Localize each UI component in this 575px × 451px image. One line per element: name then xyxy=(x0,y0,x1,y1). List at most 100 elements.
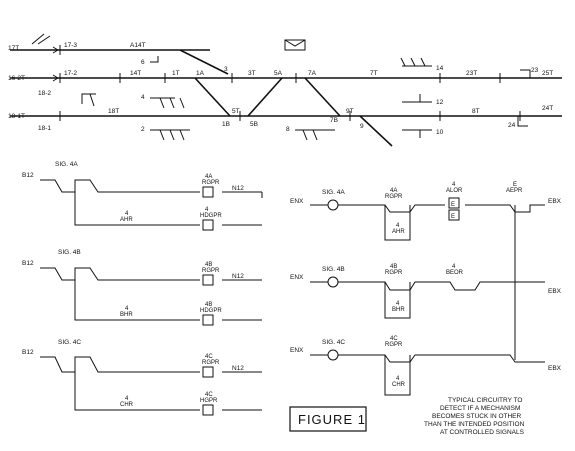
circuit-label: 23T xyxy=(466,70,477,77)
signal-label: 10 xyxy=(436,129,444,136)
circuit-label: 7T xyxy=(370,70,378,77)
relay-name: RGPR xyxy=(202,180,220,186)
switch-label: 5B xyxy=(250,121,258,128)
note-block: TYPICAL CIRCUITRY TO DETECT IF A MECHANI… xyxy=(424,397,525,436)
left-circuit-4c: SIG. 4C B12 4C RGPR 4C HGPR 4 CHR N12 xyxy=(22,339,262,416)
right-circuit-4b: SIG. 4B ENX 4B RGPR 4 BHR 4 BEOR EBX xyxy=(290,264,562,319)
crossover-9 xyxy=(359,115,393,147)
switch-label: 9 xyxy=(360,123,364,130)
signal-name: SIG. 4C xyxy=(322,339,345,346)
relay-name: HDGPR xyxy=(200,213,222,219)
circuit-label: 8T xyxy=(472,108,480,115)
relay-id: 4C xyxy=(390,336,398,342)
out-label: EBX xyxy=(548,288,562,295)
relay-name: RGPR xyxy=(385,342,403,348)
return-label: N12 xyxy=(232,185,244,192)
feed-label: B12 xyxy=(22,260,34,267)
left-circuit-4b: SIG. 4B B12 4B RGPR 4B HDGPR 4 BHR N12 xyxy=(22,249,262,326)
insulated-joints xyxy=(59,45,521,121)
lock-tag: E xyxy=(451,202,455,208)
return-label: N12 xyxy=(232,365,244,372)
relay-id: 4B xyxy=(390,264,397,270)
signal-name: SIG. 4C xyxy=(58,339,81,346)
circuit-label: 17-3 xyxy=(64,42,77,49)
relay-id: 4A xyxy=(205,174,212,180)
circuit-label: 25T xyxy=(542,70,553,77)
note-line: THAN THE INTENDED POSITION xyxy=(424,421,525,428)
signal-name: SIG. 4A xyxy=(55,161,78,168)
relay-name: RGPR xyxy=(385,194,403,200)
switch-label: 1A xyxy=(196,70,205,77)
left-circuit-4a: SIG. 4A B12 4A RGPR 4 HDGPR 4 AHR N12 xyxy=(22,161,263,231)
signal-label: 6 xyxy=(141,59,145,66)
coil-id: 4 xyxy=(125,306,129,312)
arrow-icon xyxy=(52,46,59,82)
circuit-label: 9T xyxy=(346,108,354,115)
feed-label: ENX xyxy=(290,198,304,205)
lock-tag: E xyxy=(451,214,455,220)
signal-label: 24 xyxy=(508,122,516,129)
lock-id: 4 xyxy=(452,182,456,188)
coil-name: BHR xyxy=(120,312,133,318)
crossover-5a-5b xyxy=(247,77,283,117)
sub-relay-id: 4 xyxy=(396,223,400,229)
relay-name: RGPR xyxy=(202,360,220,366)
relay-name: HGPR xyxy=(200,398,218,404)
circuit-label: 18-2 xyxy=(38,90,51,97)
out-label: EBX xyxy=(548,198,562,205)
switch-label: 3 xyxy=(224,66,228,73)
feed-label: B12 xyxy=(22,349,34,356)
signal-label: 14 xyxy=(436,65,444,72)
figure-label: FIGURE 1 xyxy=(298,412,366,427)
crossover-7a-7b xyxy=(304,77,341,117)
relay-name: RGPR xyxy=(385,270,403,276)
switch-label: 1B xyxy=(222,121,230,128)
lock-name: ALOR xyxy=(446,188,463,194)
switch-label: 7B xyxy=(330,117,338,124)
circuit-label: 14T xyxy=(130,70,141,77)
lock-name: BEOR xyxy=(446,270,464,276)
sub-relay-id: 4 xyxy=(396,376,400,382)
crossover-1a-1b xyxy=(194,77,231,117)
feed-label: B12 xyxy=(22,172,34,179)
relay-id: 4 xyxy=(205,207,209,213)
signal-symbols xyxy=(31,33,531,141)
relay-name: HDGPR xyxy=(200,308,222,314)
circuit-label: 24T xyxy=(542,105,553,112)
sub-relay-name: AHR xyxy=(392,229,405,235)
signal-label: 8 xyxy=(286,126,290,133)
circuit-label: A14T xyxy=(130,42,146,49)
signal-label: 2 xyxy=(141,126,145,133)
circuit-label: 18-1 xyxy=(38,125,51,132)
relay-name: RGPR xyxy=(202,268,220,274)
sub-relay-id: 4 xyxy=(396,301,400,307)
signal-name: SIG. 4B xyxy=(58,249,81,256)
note-line: BECOMES STUCK IN OTHER xyxy=(432,413,522,420)
signal-label: 12 xyxy=(436,99,444,106)
figure-label-box: FIGURE 1 xyxy=(289,406,367,432)
circuit-label: 3T xyxy=(248,70,256,77)
out-label: EBX xyxy=(548,365,562,372)
exit-id: E xyxy=(513,182,517,188)
relay-id: 4A xyxy=(390,188,397,194)
relay-id: 4B xyxy=(205,302,212,308)
sub-relay-name: BHR xyxy=(392,307,405,313)
feed-label: ENX xyxy=(290,347,304,354)
lock-id: 4 xyxy=(452,264,456,270)
exit-name: AEPR xyxy=(506,188,523,194)
circuit-label: 5T xyxy=(232,108,240,115)
relay-id: 4C xyxy=(205,354,213,360)
sub-relay-name: CHR xyxy=(392,382,406,388)
circuit-label: 1T xyxy=(172,70,180,77)
signal-label: 4 xyxy=(141,94,145,101)
envelope-flap xyxy=(284,39,306,47)
coil-name: CHR xyxy=(120,402,134,408)
switch-label: 5A xyxy=(274,70,283,77)
feed-label: ENX xyxy=(290,274,304,281)
signal-name: SIG. 4B xyxy=(322,266,345,273)
circuit-label: 18T xyxy=(108,108,119,115)
track-plan: 17T 16-2T 18-1T 17-3 A14T 17-2 14T 18-2 … xyxy=(8,33,562,147)
coil-id: 4 xyxy=(125,211,129,217)
relay-id: 4B xyxy=(205,262,212,268)
